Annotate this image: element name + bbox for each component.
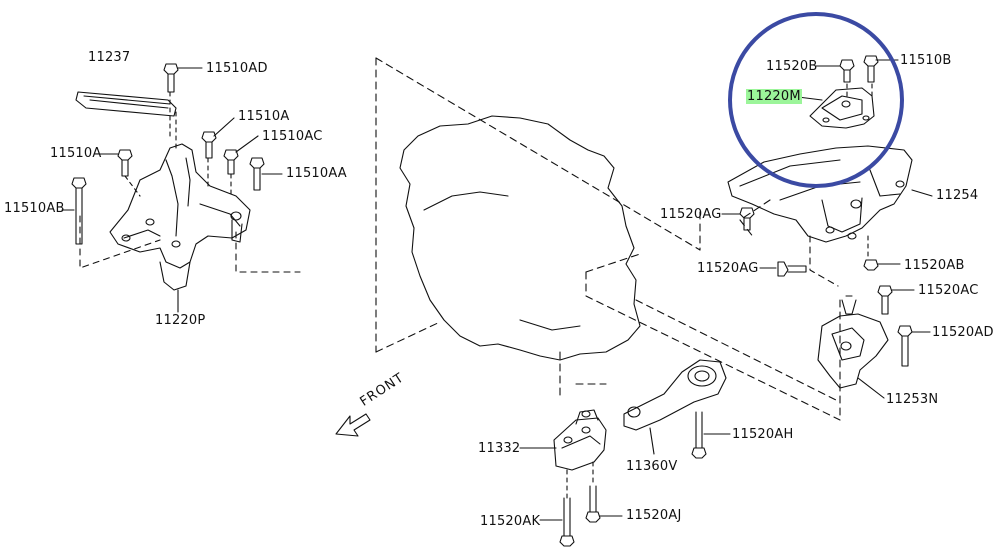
label-11220M: 11220M [746, 89, 802, 104]
label-11510AC: 11510AC [262, 129, 323, 144]
label-11510B: 11510B [900, 53, 952, 68]
highlight-circle [728, 12, 904, 188]
label-11520AG-upper: 11520AG [660, 207, 722, 222]
label-11220P: 11220P [155, 313, 206, 328]
label-11520AJ: 11520AJ [626, 508, 682, 523]
label-11510AD: 11510AD [206, 61, 268, 76]
label-11520AG-lower: 11520AG [697, 261, 759, 276]
left-bolts [61, 63, 283, 245]
left-mount-assembly [75, 91, 301, 313]
label-11237: 11237 [88, 50, 131, 65]
front-arrow-icon [335, 413, 371, 437]
label-11520AK: 11520AK [480, 514, 541, 529]
label-11360V: 11360V [626, 459, 678, 474]
label-11520AD: 11520AD [932, 325, 994, 340]
label-11510AA: 11510AA [286, 166, 347, 181]
right-mount-assembly [727, 55, 933, 287]
bottom-mount-assembly [519, 359, 731, 547]
right-bolts [721, 207, 931, 399]
highlight-mark: 11220M [746, 89, 802, 104]
label-11332: 11332 [478, 441, 521, 456]
label-11254: 11254 [936, 188, 979, 203]
label-11510AB: 11510AB [4, 201, 65, 216]
engine-outline [375, 57, 841, 421]
label-11520AC: 11520AC [918, 283, 979, 298]
label-11253N: 11253N [886, 392, 939, 407]
label-11520AB: 11520AB [904, 258, 965, 273]
label-11510A-upper: 11510A [238, 109, 290, 124]
label-11520AH: 11520AH [732, 427, 794, 442]
label-11510A-left: 11510A [50, 146, 102, 161]
label-11520B: 11520B [766, 59, 818, 74]
